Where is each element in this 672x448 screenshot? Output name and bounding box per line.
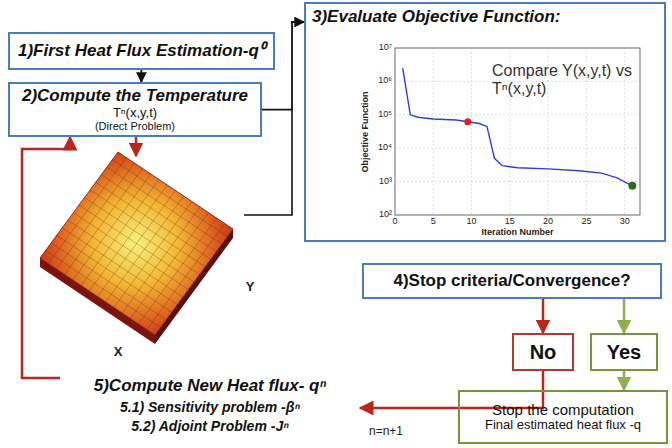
node-heading: 3)Evaluate Objective Function: [312, 7, 652, 27]
tick-label: 10 [467, 217, 477, 227]
axis-title: Objective Function [361, 91, 371, 172]
decision-box: 4)Stop criteria/Convergence? [362, 263, 662, 299]
node-heading: 1)First Heat Flux Estimation-q⁰ [18, 41, 265, 61]
flow-connector [623, 299, 626, 333]
node-heading: No [530, 341, 557, 364]
flow-connector [22, 137, 70, 378]
tick-label: 5 [431, 217, 436, 227]
answer-box: Yes [590, 333, 658, 371]
tick-label: 30 [620, 217, 630, 227]
tick-label: 20 [543, 217, 553, 227]
node-heading: Yes [607, 341, 641, 364]
node-text: Final estimated heat flux -q [485, 418, 641, 433]
flow-connector [542, 299, 545, 333]
plate-grid [46, 158, 228, 330]
node-text: Tⁿ(x,y,t) [113, 106, 157, 121]
flow-arrow [135, 136, 138, 156]
process-box: 1)First Heat Flux Estimation-q⁰ [8, 32, 275, 70]
process-box: 2)Compute the TemperatureTⁿ(x,y,t)(Direc… [8, 82, 262, 137]
tick-label: 10³ [379, 177, 392, 187]
node-text: (Direct Problem) [95, 120, 175, 133]
axis-title: Iteration Number [481, 228, 553, 238]
axis-name: Y [246, 280, 255, 294]
tick-label: 25 [581, 217, 591, 227]
axis-name: X [114, 345, 123, 359]
tick-label: 15 [505, 217, 515, 227]
end-box: Stop the computationFinal estimated heat… [458, 390, 668, 444]
node-heading: 5)Compute New Heat flux- qⁿ [94, 376, 326, 396]
tick-label: 10⁵ [378, 110, 392, 120]
node-text: Compare Y(x,y,t) vs Tⁿ(x,y,t) [492, 62, 664, 99]
flow-connector [140, 70, 142, 82]
answer-box: No [512, 333, 574, 371]
node-text: 5.2) Adjoint Problem -Jⁿ [131, 418, 289, 434]
node-heading: 2)Compute the Temperature [22, 86, 248, 106]
node-heading: 4)Stop criteria/Convergence? [393, 271, 630, 291]
tick-label: 10⁶ [378, 76, 392, 86]
tick-label: 10⁷ [379, 43, 392, 53]
tick-label: 0 [392, 217, 397, 227]
tick-label: 10² [379, 210, 392, 220]
flow-connector [262, 22, 304, 110]
flow-connector [623, 371, 626, 390]
tick-label: 10⁴ [378, 143, 392, 153]
counter-note: n=n+1 [369, 425, 403, 438]
flow-line [244, 108, 292, 215]
node-heading: Stop the computation [492, 401, 634, 418]
node-text: 5.1) Sensitivity problem -βⁿ [120, 399, 300, 415]
chart-panel: 3)Evaluate Objective Function: Compare Y(… [304, 2, 666, 242]
process-step: 5)Compute New Heat flux- qⁿ 5.1) Sensitiv… [60, 366, 360, 444]
heat-plate [40, 152, 233, 335]
